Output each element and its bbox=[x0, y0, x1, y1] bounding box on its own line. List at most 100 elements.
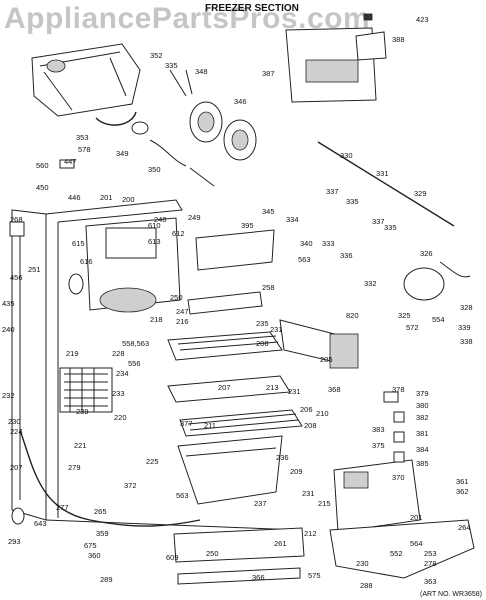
part-label: 388 bbox=[392, 35, 405, 44]
part-label: 211 bbox=[204, 421, 216, 430]
part-label: 385 bbox=[416, 459, 429, 468]
part-label: 230 bbox=[8, 417, 21, 426]
part-label: 560 bbox=[36, 161, 49, 170]
part-label: 219 bbox=[66, 349, 79, 358]
part-label: 339 bbox=[458, 323, 471, 332]
part-label: 225 bbox=[146, 457, 159, 466]
part-label: 335 bbox=[384, 223, 397, 232]
part-label: 212 bbox=[304, 529, 317, 538]
part-label: 208 bbox=[256, 339, 269, 348]
part-label: 366 bbox=[252, 573, 265, 582]
part-label: 228 bbox=[112, 349, 125, 358]
part-label: 360 bbox=[88, 551, 101, 560]
part-label: 362 bbox=[456, 487, 469, 496]
part-label: 609 bbox=[166, 553, 179, 562]
part-label: 201 bbox=[410, 513, 423, 522]
part-label: 249 bbox=[188, 213, 201, 222]
part-label: 572 bbox=[406, 323, 419, 332]
part-label: 279 bbox=[68, 463, 81, 472]
part-label: 340 bbox=[300, 239, 313, 248]
part-label: 210 bbox=[316, 409, 329, 418]
part-label: 361 bbox=[456, 477, 469, 486]
grille-288 bbox=[173, 527, 305, 585]
small-parts-left bbox=[9, 159, 84, 525]
part-label: 380 bbox=[416, 401, 429, 410]
dispenser-housing-387 bbox=[285, 13, 387, 103]
part-label: 675 bbox=[84, 541, 97, 550]
part-label: 240 bbox=[2, 325, 15, 334]
evaporator-cover-251 bbox=[85, 217, 181, 313]
part-label: 248 bbox=[154, 215, 167, 224]
part-label: 363 bbox=[424, 577, 437, 586]
part-label: 207 bbox=[218, 383, 231, 392]
part-label: 268 bbox=[10, 215, 23, 224]
part-label: 216 bbox=[176, 317, 189, 326]
part-label: 435 bbox=[2, 299, 15, 308]
switch-stack bbox=[383, 391, 405, 463]
part-label: 235 bbox=[256, 319, 269, 328]
air-duct-395 bbox=[187, 229, 275, 315]
part-label: 335 bbox=[346, 197, 359, 206]
section-title: FREEZER SECTION bbox=[205, 3, 299, 14]
part-label: 379 bbox=[416, 389, 429, 398]
part-label: 338 bbox=[460, 337, 473, 346]
control-housing-370 bbox=[333, 459, 421, 533]
part-label: 552 bbox=[390, 549, 403, 558]
part-label: 237 bbox=[254, 499, 267, 508]
part-label: 337 bbox=[326, 187, 339, 196]
part-label: 370 bbox=[392, 473, 405, 482]
part-label: 220 bbox=[114, 413, 127, 422]
part-label: 330 bbox=[340, 151, 353, 160]
cover-plate-360 bbox=[329, 519, 475, 579]
part-label: 345 bbox=[262, 207, 275, 216]
part-label: 265 bbox=[94, 507, 107, 516]
part-label: 293 bbox=[8, 537, 21, 546]
part-label: 332 bbox=[364, 279, 377, 288]
part-label: 575 bbox=[308, 571, 321, 580]
part-label: 337 bbox=[372, 217, 385, 226]
ice-bin-211 bbox=[177, 435, 283, 505]
part-label: 231 bbox=[288, 387, 301, 396]
part-label: 395 bbox=[241, 221, 254, 230]
part-label: 289 bbox=[100, 575, 113, 584]
shelves bbox=[167, 331, 303, 437]
part-label: 209 bbox=[290, 467, 303, 476]
part-label: 200 bbox=[122, 195, 135, 204]
part-label: 326 bbox=[420, 249, 433, 258]
ice-maker-820 bbox=[279, 319, 359, 369]
part-label: 230 bbox=[356, 559, 369, 568]
part-label: 278 bbox=[424, 559, 437, 568]
part-label: 349 bbox=[116, 149, 129, 158]
part-label: 331 bbox=[376, 169, 389, 178]
part-label: 336 bbox=[340, 251, 353, 260]
part-label: 277 bbox=[56, 503, 69, 512]
part-label: 213 bbox=[266, 383, 279, 392]
part-label: 261 bbox=[274, 539, 287, 548]
part-label: 643 bbox=[34, 519, 47, 528]
part-label: 333 bbox=[322, 239, 335, 248]
part-label: 234 bbox=[116, 369, 129, 378]
part-label: 247 bbox=[176, 307, 189, 316]
part-label: 328 bbox=[460, 303, 473, 312]
art-number: (ART NO. WR3658) bbox=[420, 591, 482, 598]
part-label: 450 bbox=[36, 183, 49, 192]
part-label: 563 bbox=[298, 255, 311, 264]
part-label: 447 bbox=[64, 157, 77, 166]
part-label: 372 bbox=[124, 481, 137, 490]
part-label: 239 bbox=[76, 407, 89, 416]
part-label: 423 bbox=[416, 15, 429, 24]
part-label: 615 bbox=[72, 239, 85, 248]
part-label: 288 bbox=[360, 581, 373, 590]
part-label: 346 bbox=[234, 97, 247, 106]
evaporator-coil-232 bbox=[59, 367, 113, 413]
part-label: 329 bbox=[414, 189, 427, 198]
part-label: 613 bbox=[148, 237, 161, 246]
motor-326 bbox=[317, 141, 471, 301]
part-label: 264 bbox=[458, 523, 471, 532]
part-label: 387 bbox=[262, 69, 275, 78]
part-label: 205 bbox=[320, 355, 333, 364]
part-label: 368 bbox=[328, 385, 341, 394]
part-label: 610 bbox=[148, 221, 161, 230]
